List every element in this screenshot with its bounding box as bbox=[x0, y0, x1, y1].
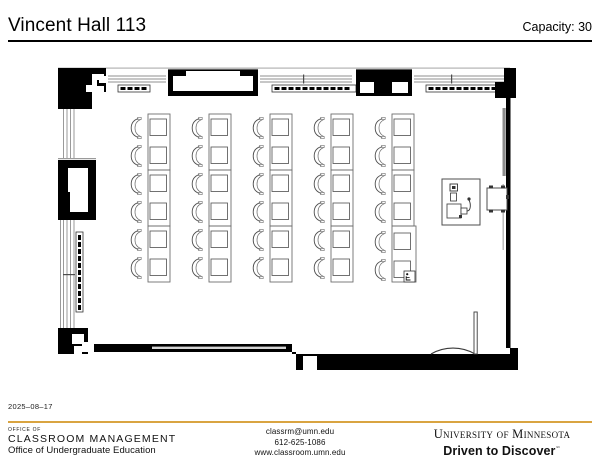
footer-divider bbox=[8, 421, 592, 423]
header-divider bbox=[8, 40, 592, 42]
instructor-computer-icon bbox=[446, 197, 471, 219]
window-band-1 bbox=[108, 75, 166, 83]
seat-column-1 bbox=[130, 113, 171, 283]
radiator-north-2 bbox=[271, 84, 357, 93]
wall-corner-northeast bbox=[495, 68, 516, 98]
window-band-west bbox=[60, 220, 75, 338]
ocm-office-prefix: OFFICE OF bbox=[8, 427, 41, 433]
wall-top bbox=[58, 67, 518, 109]
seat-column-2 bbox=[191, 113, 232, 283]
seat-column-4 bbox=[313, 113, 354, 283]
umn-wordmark: University of Minnesota bbox=[433, 427, 571, 441]
floorplan-drawing bbox=[58, 67, 518, 370]
contact-email[interactable]: classrm@umn.edu bbox=[265, 427, 335, 436]
window-band-2 bbox=[260, 74, 352, 84]
contact-website[interactable]: www.classroom.umn.edu bbox=[254, 448, 346, 457]
radiator-west bbox=[75, 231, 84, 313]
whiteboard-east bbox=[502, 108, 506, 250]
contact-phone[interactable]: 612-625-1086 bbox=[274, 437, 326, 447]
wall-right bbox=[502, 98, 511, 354]
projection-screen-alcove bbox=[168, 68, 258, 96]
wall-corner-northwest bbox=[58, 68, 106, 109]
ocm-office-parent: Office of Undergraduate Education bbox=[8, 445, 156, 456]
wall-alcove-west bbox=[58, 158, 96, 220]
instructor-chair bbox=[486, 185, 509, 213]
header-row: Vincent Hall 113 Capacity: 30 bbox=[8, 14, 592, 40]
wall-bottom bbox=[58, 342, 518, 370]
capacity-label: Capacity: 30 bbox=[522, 20, 592, 34]
umn-tagline-text: Driven to Discover bbox=[443, 444, 556, 459]
radiator-north-1 bbox=[117, 84, 151, 93]
wall-pier-north-middle bbox=[356, 68, 412, 96]
seating-grid bbox=[130, 113, 417, 283]
ocm-office-name: CLASSROOM MANAGEMENT bbox=[8, 433, 177, 445]
av-equipment-icon bbox=[449, 183, 458, 202]
radiator-north-3 bbox=[425, 84, 505, 93]
teaching-station bbox=[441, 178, 481, 226]
page-header: Vincent Hall 113 Capacity: 30 bbox=[8, 14, 592, 46]
seat-column-3 bbox=[252, 113, 293, 283]
accessible-seat-marker-icon bbox=[403, 270, 416, 283]
contact-block: classrm@umn.edu 612-625-1086 www.classro… bbox=[0, 427, 600, 459]
wall-left bbox=[58, 109, 96, 354]
seat-column-5 bbox=[374, 113, 417, 283]
window-band-west-upper bbox=[63, 109, 75, 159]
floorplan bbox=[0, 52, 600, 382]
page-title: Vincent Hall 113 bbox=[8, 15, 147, 36]
service-mark-icon: ℠ bbox=[555, 446, 561, 452]
umn-tagline: Driven to Discover℠ bbox=[412, 442, 592, 459]
umn-logo: University of Minnesota Driven to Discov… bbox=[412, 427, 592, 459]
page-footer: OFFICE OF CLASSROOM MANAGEMENT Office of… bbox=[0, 427, 600, 464]
window-band-3 bbox=[414, 74, 508, 84]
ocm-branding: OFFICE OF CLASSROOM MANAGEMENT Office of… bbox=[8, 427, 176, 457]
plan-date: 2025–08–17 bbox=[8, 402, 53, 411]
entry-door bbox=[430, 311, 478, 355]
